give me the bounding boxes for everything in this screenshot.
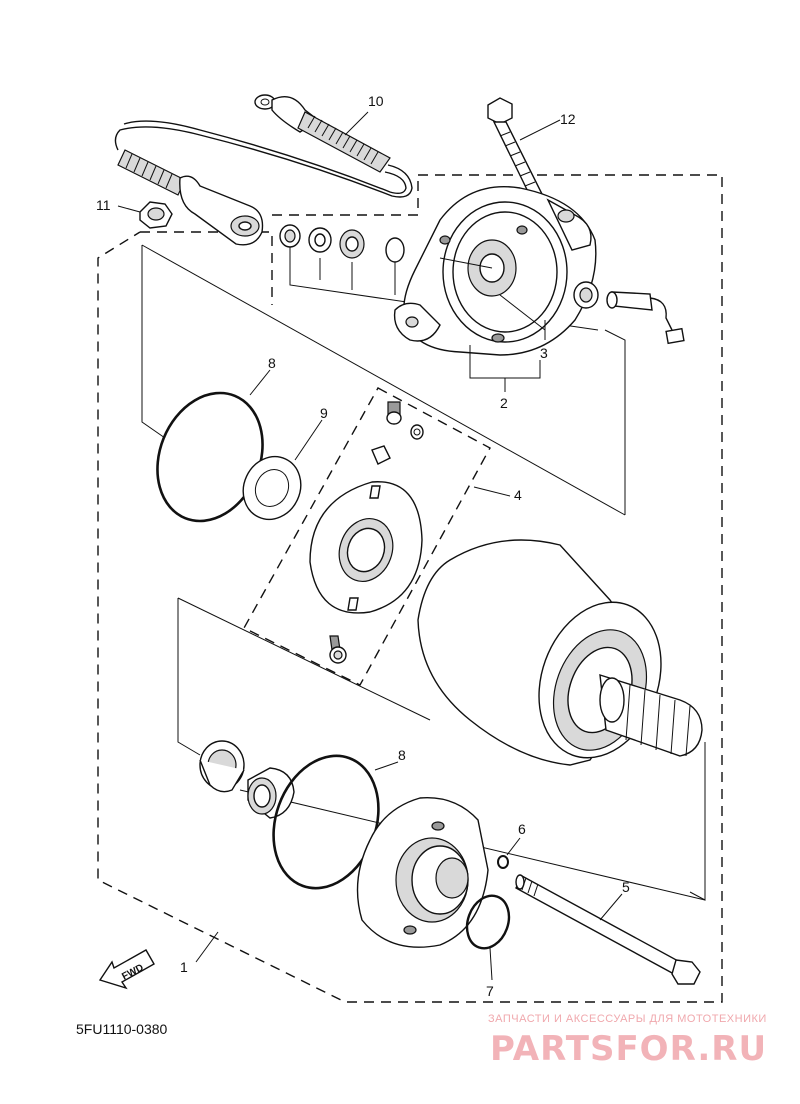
- watermark-brand: PARTSFOR.RU: [490, 1029, 767, 1069]
- callout-8-lower: 8: [398, 747, 406, 763]
- callout-7: 7: [486, 983, 494, 999]
- bracket-upper-left: [141, 245, 166, 439]
- leader-8a: [249, 369, 271, 396]
- callout-2: 2: [500, 395, 508, 411]
- callout-10: 10: [368, 93, 384, 109]
- part-9-washer: [242, 455, 302, 521]
- brush-assembly-boundary: [243, 387, 491, 686]
- bracket-lower-right: [689, 742, 706, 901]
- part-2-rear-cover: [393, 186, 597, 356]
- callout-6: 6: [518, 821, 526, 837]
- part-4-brush-plate: [309, 401, 424, 664]
- leader-3b: [499, 294, 546, 331]
- leader-12: [519, 119, 561, 141]
- sub-boundary-upper: [140, 231, 273, 305]
- leader-10: [344, 111, 369, 136]
- bracket-lower-left: [177, 598, 201, 756]
- callout-8-upper: 8: [268, 355, 276, 371]
- bracket-upper-diag: [141, 244, 626, 516]
- bearing-front: [199, 740, 245, 793]
- leader-1: [195, 931, 219, 963]
- callout-5: 5: [622, 879, 630, 895]
- leader-8b: [374, 761, 399, 771]
- bracket-lower-diag: [177, 597, 431, 721]
- leader-4: [473, 486, 511, 497]
- part-5-through-bolt: [515, 874, 701, 985]
- part-10-cable-boot: [117, 149, 264, 246]
- callout-4: 4: [514, 487, 522, 503]
- leader-5: [599, 893, 623, 921]
- fwd-arrow-icon: FWD: [98, 949, 155, 990]
- leader-7: [489, 947, 493, 981]
- washer-set: [279, 224, 405, 263]
- leader-9: [294, 419, 323, 461]
- part-6-small-o-ring: [497, 855, 509, 869]
- callout-1: 1: [180, 959, 188, 975]
- sub-boundary-wire: [272, 175, 419, 216]
- callout-12: 12: [560, 111, 576, 127]
- part-7-o-ring: [465, 894, 511, 950]
- part-10-lead-terminal: [114, 94, 413, 198]
- callout-9: 9: [320, 405, 328, 421]
- diagram-code: 5FU1110-0380: [76, 1021, 168, 1037]
- leader-6: [506, 837, 521, 856]
- leader-11: [117, 205, 141, 213]
- terminal-bolt: [573, 281, 685, 345]
- bracket-upper-right: [604, 329, 626, 515]
- front-cover: [356, 796, 489, 948]
- needle-bearing: [247, 767, 295, 819]
- assembly-boundary: [97, 174, 723, 1003]
- callout-11: 11: [96, 197, 111, 213]
- part-11-nut: [139, 201, 173, 229]
- callout-3: 3: [540, 345, 548, 361]
- watermark-tagline: ЗАПЧАСТИ И АКСЕССУАРЫ ДЛЯ МОТОТЕХНИКИ: [488, 1013, 767, 1025]
- motor-yoke: [417, 539, 703, 766]
